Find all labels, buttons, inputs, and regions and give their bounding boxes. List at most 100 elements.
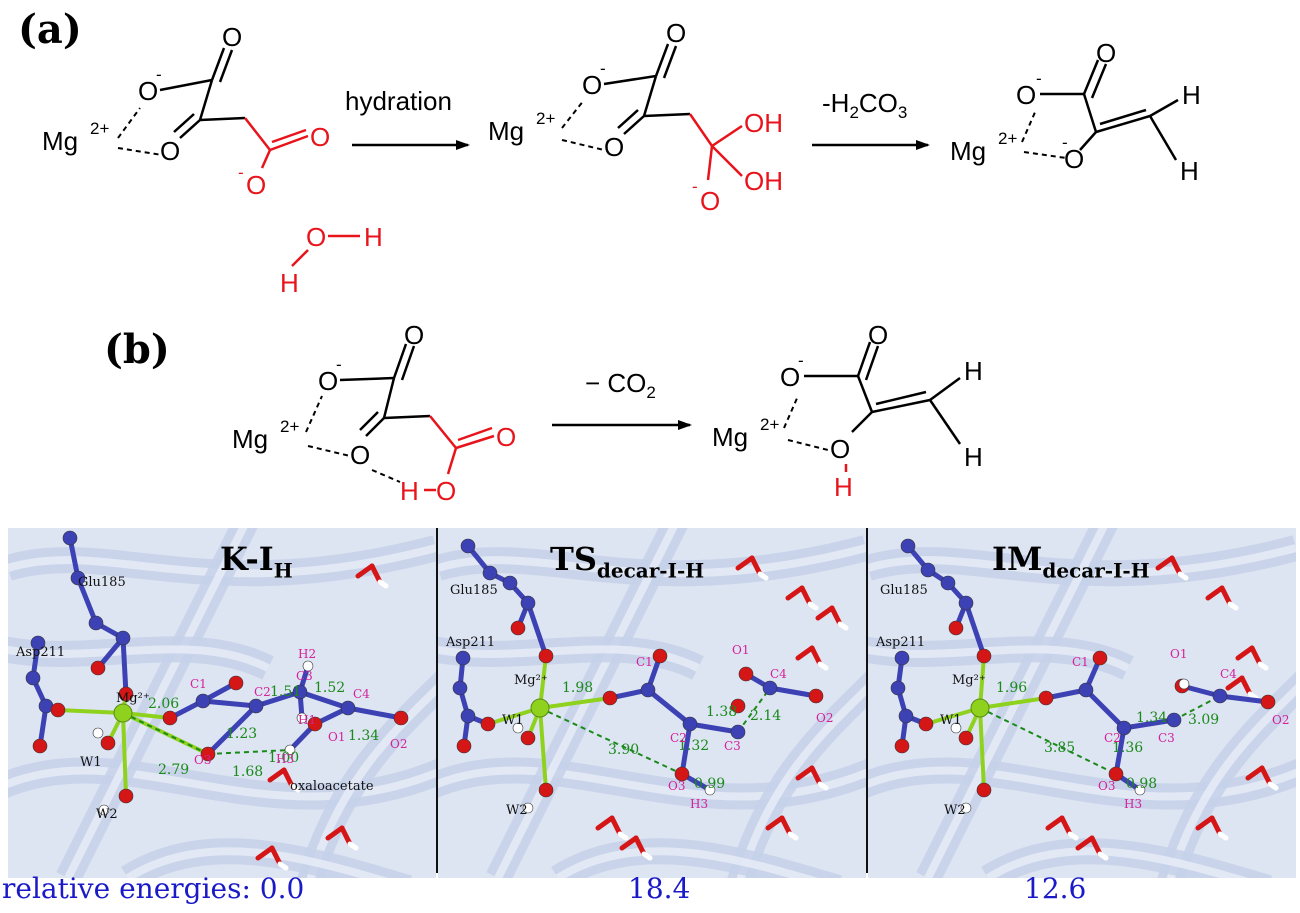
atom: [652, 648, 668, 664]
atom-name-label: C2: [1104, 731, 1121, 745]
atom: [1092, 650, 1108, 666]
atom: [640, 682, 656, 698]
atom-label-w1: W1: [80, 755, 102, 770]
solvent-water: [325, 825, 359, 851]
structure-title: K-IH: [220, 540, 293, 582]
atom: [70, 570, 86, 586]
atom-label-w2: W2: [944, 803, 966, 818]
atom: [900, 538, 916, 554]
gem-diol-oh1: OH: [744, 108, 783, 138]
atom-name-label: H2: [298, 647, 316, 661]
ribbon-highlight-0: [868, 544, 1296, 578]
atom-name-label: H3: [276, 752, 294, 766]
b-carbonyl-o: O: [404, 320, 424, 350]
atom: [62, 530, 78, 546]
atom: [480, 716, 496, 732]
atom: [894, 738, 910, 754]
mg-coordination-bond: [538, 707, 548, 791]
atom: [510, 620, 526, 636]
atoms: [890, 538, 1276, 814]
atom: [88, 615, 104, 631]
structure-title-subscript: decar-I-H: [596, 558, 705, 583]
b-carboxylate-o: O: [318, 366, 338, 396]
mg-ion-b1: Mg: [232, 424, 268, 454]
distance-label: 1.96: [996, 680, 1027, 696]
ribbon-highlight-0: [8, 544, 436, 578]
atom: [452, 680, 468, 696]
vinyl-h2: H: [1180, 156, 1199, 186]
atom-name-label: C1: [636, 655, 653, 669]
alkoxide-charge: -: [692, 177, 698, 196]
atom: [302, 660, 314, 672]
b2-enol-h: H: [834, 472, 853, 502]
atom: [340, 700, 356, 716]
atom-name-label: C3: [1158, 731, 1175, 745]
b-keto-o: O: [350, 440, 370, 470]
atom: [455, 650, 471, 666]
atom: [90, 660, 106, 676]
atom: [894, 650, 910, 666]
solvent-water: [795, 645, 829, 671]
bond: [1121, 717, 1177, 731]
atom: [195, 693, 211, 709]
energy-ts-decar: 18.4: [628, 872, 691, 905]
atom: [284, 744, 296, 756]
b2-vinyl-h1: H: [964, 356, 983, 386]
residue-label: Glu185: [880, 583, 928, 598]
carboxylate-o-2: O: [582, 70, 602, 100]
distance-line: [737, 687, 771, 733]
solvent-water: [815, 605, 849, 631]
solvent-water: [735, 555, 769, 581]
atom: [898, 708, 914, 724]
mg-coordination-bond: [57, 708, 124, 715]
atom-label-mg: Mg²⁺: [514, 673, 548, 688]
distance-label: 1.51: [270, 684, 301, 700]
atom-label-substrate: oxaloacetate: [290, 779, 374, 794]
bond: [767, 685, 819, 699]
gem-diol-oh2: OH: [744, 166, 783, 196]
atom: [762, 680, 778, 696]
enol-carboxylate-o: O: [1016, 80, 1036, 110]
atom-name-label: O1: [328, 730, 345, 744]
mg-charge-b2: 2+: [760, 415, 779, 434]
carboxylate-charge: -: [156, 65, 162, 84]
b-hydroxyl-h: H: [400, 476, 419, 506]
enol-carbonyl-o: O: [1096, 38, 1116, 68]
atom: [307, 716, 323, 732]
bond: [253, 689, 303, 709]
atom-name-label: O3: [1098, 779, 1115, 793]
bond: [1113, 725, 1127, 777]
atom-name-label: H3: [690, 797, 708, 811]
b2-carbonyl-o: O: [868, 320, 888, 350]
atom: [976, 648, 992, 664]
bond: [1217, 693, 1271, 705]
atom-name-label: O2: [390, 737, 407, 751]
residue-label: Glu185: [450, 583, 498, 598]
mg-ion-b2: Mg: [712, 422, 748, 452]
atom-label-w2: W2: [96, 807, 118, 822]
atom: [940, 575, 956, 591]
bond: [525, 600, 549, 659]
enolate-charge: -: [1062, 133, 1068, 152]
atom-name-label: C3: [296, 669, 313, 683]
alkoxide-o: O: [700, 186, 720, 216]
atom: [1108, 766, 1124, 782]
atom: [520, 730, 536, 746]
distance-label: 1.36: [1112, 740, 1143, 756]
mg-ion: Mg: [42, 126, 78, 156]
ribbon-highlight-3: [306, 684, 436, 878]
atom: [118, 788, 134, 804]
solvent-water: [595, 815, 629, 841]
distance-label: 1.98: [562, 680, 593, 696]
atom: [292, 684, 308, 700]
atom: [538, 648, 554, 664]
atom: [1212, 688, 1228, 704]
bond: [205, 703, 259, 757]
mg-charge-b1: 2+: [280, 417, 299, 436]
solvent-water: [1245, 765, 1279, 791]
carboxylate-charge-2: -: [600, 59, 606, 78]
bond: [200, 698, 259, 709]
solvent-water: [765, 815, 799, 841]
atom: [30, 635, 46, 651]
